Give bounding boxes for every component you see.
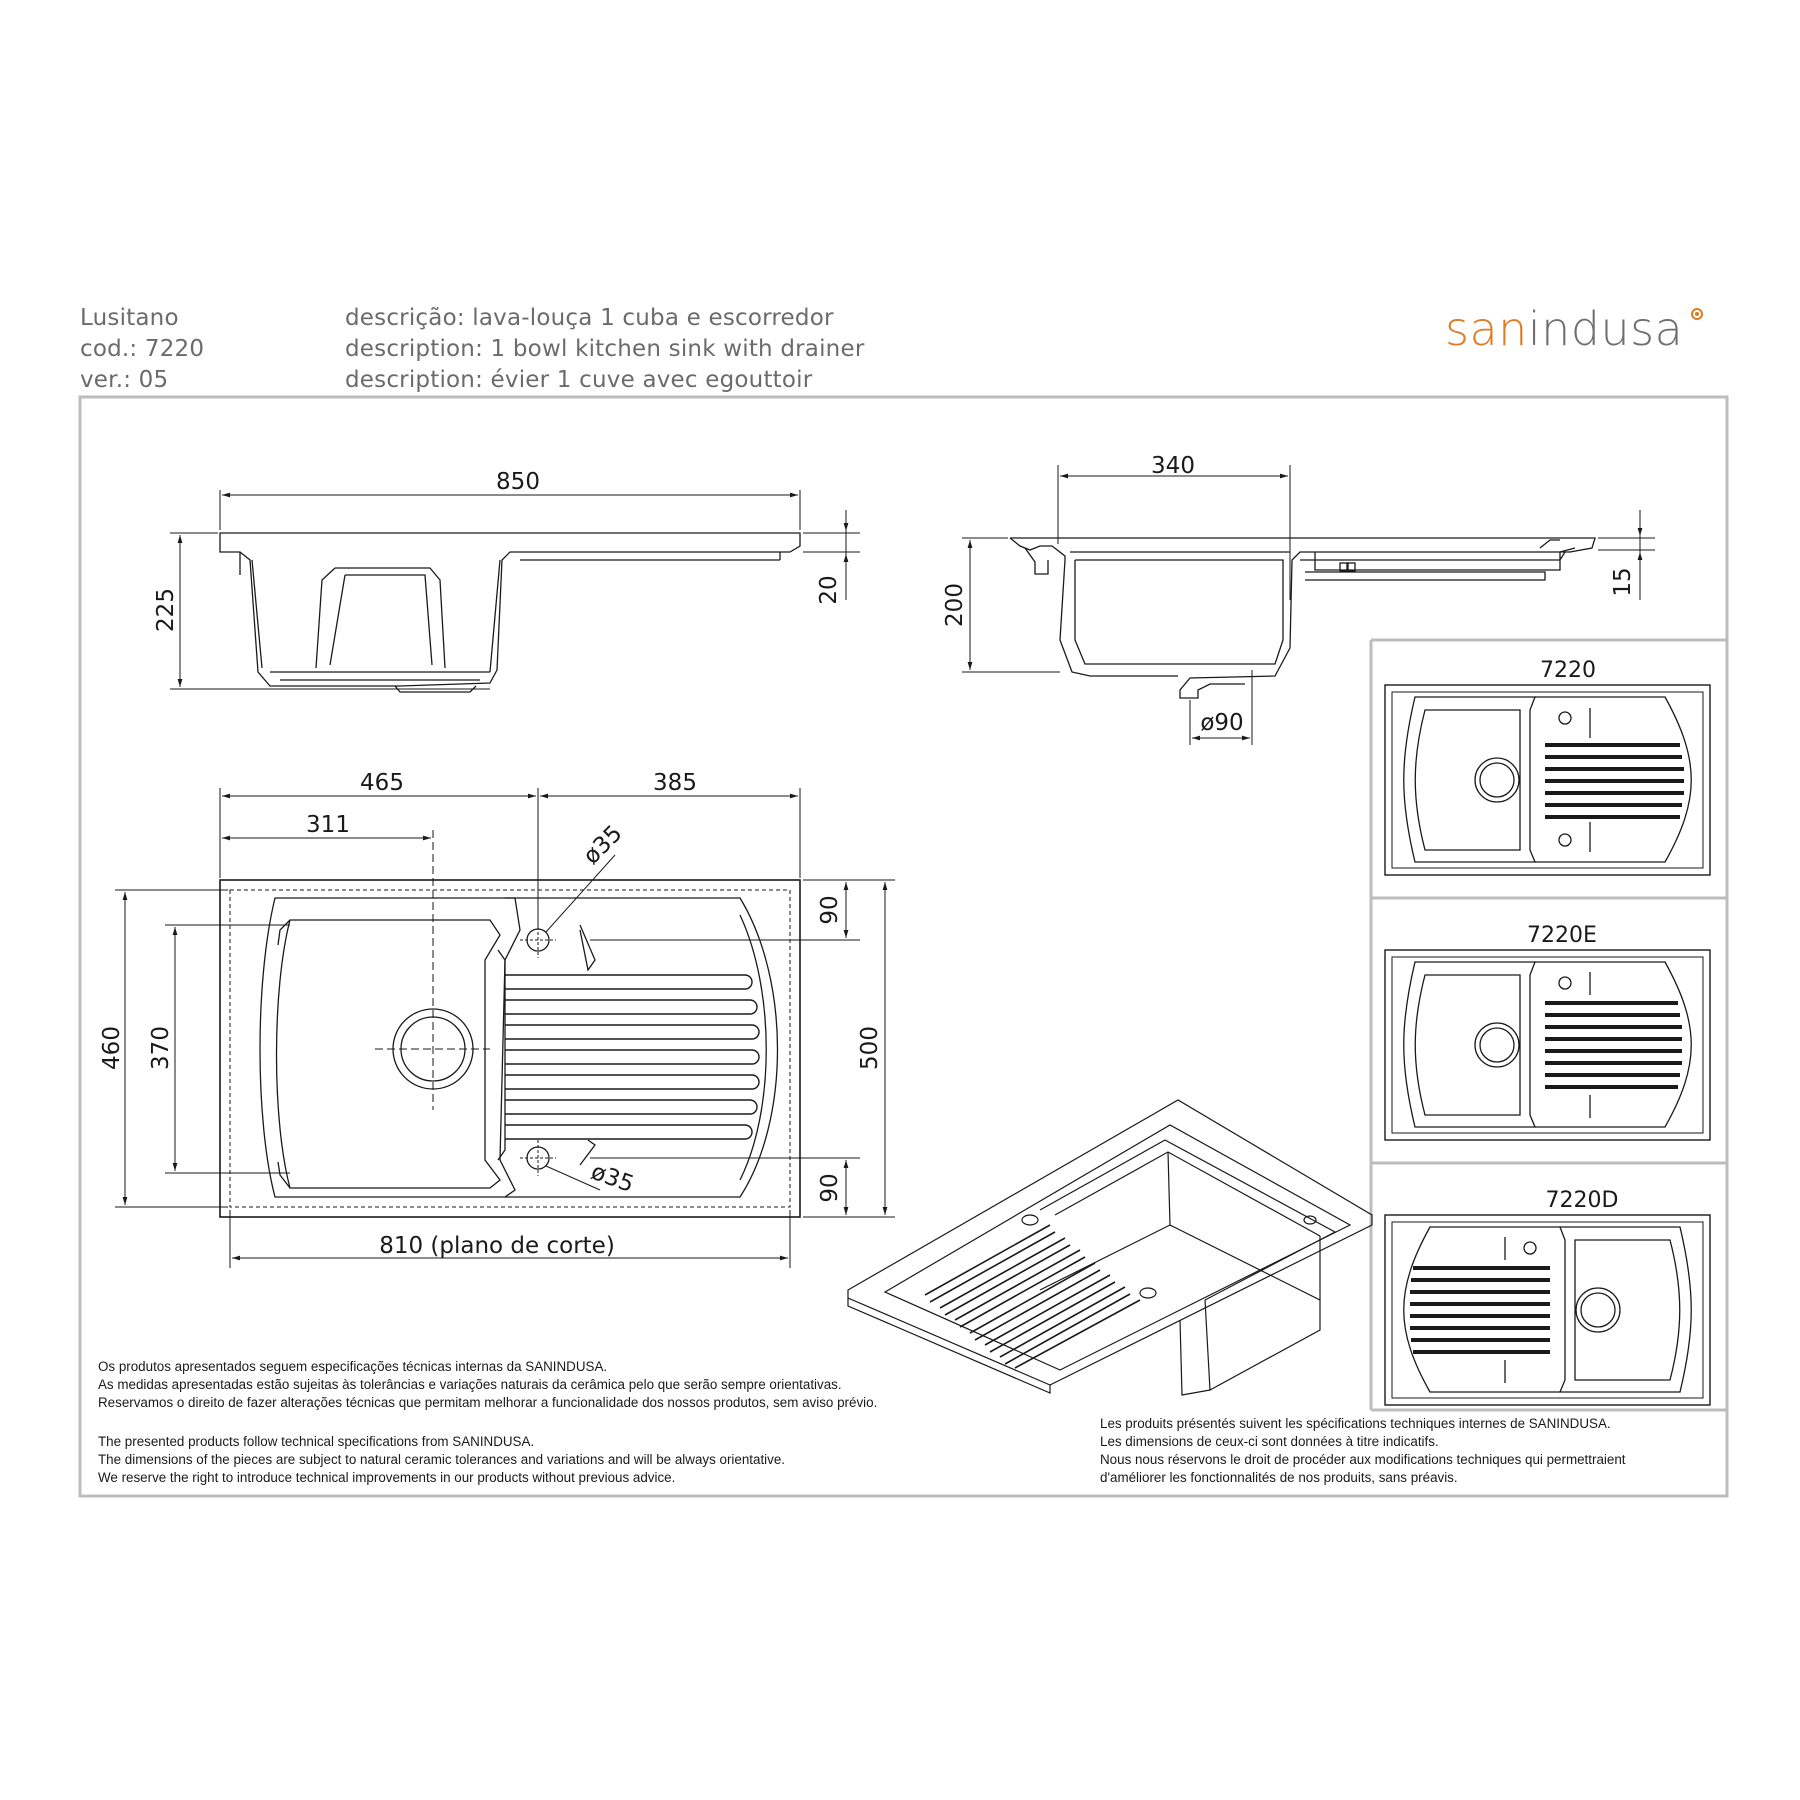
product-info: Lusitano cod.: 7220 ver.: 05 xyxy=(80,303,204,396)
note-en-2: The dimensions of the pieces are subject… xyxy=(98,1452,786,1467)
dim-tap-hole-bottom: ø35 xyxy=(588,1159,638,1198)
top-view xyxy=(115,788,895,1268)
sheet-frame xyxy=(78,395,1729,1498)
notes-portuguese: Os produtos apresentados seguem especifi… xyxy=(98,1358,877,1412)
dim-drain-offset: 311 xyxy=(306,812,350,838)
variant-label-7220e: 7220E xyxy=(1527,923,1597,948)
note-en-1: The presented products follow technical … xyxy=(98,1434,535,1449)
dim-overall-depth: 500 xyxy=(857,1026,883,1070)
sanindusa-logo: sanindusa xyxy=(1445,302,1704,356)
logo-mark-icon xyxy=(1691,308,1704,320)
dim-bowl-depth: 370 xyxy=(148,1026,174,1070)
dim-tap-hole-top: ø35 xyxy=(579,821,628,870)
description-pt: descrição: lava-louça 1 cuba e escorredo… xyxy=(345,305,834,331)
dim-bowl-offset: 465 xyxy=(360,770,404,796)
dim-bottom-margin: 90 xyxy=(817,1173,843,1202)
variant-7220 xyxy=(1384,684,1711,876)
dim-cutout: 810 (plano de corte) xyxy=(379,1233,615,1259)
logo-part-indusa: indusa xyxy=(1527,302,1684,356)
product-code: cod.: 7220 xyxy=(80,336,205,362)
note-fr-2: Les dimensions de ceux-ci sont données à… xyxy=(1100,1434,1439,1449)
product-name: Lusitano xyxy=(80,305,179,331)
notes-french: Les produits présentés suivent les spéci… xyxy=(1100,1415,1626,1487)
dim-end-rim: 15 xyxy=(1610,567,1636,596)
note-fr-3: Nous nous réservons le droit de procéder… xyxy=(1100,1452,1626,1467)
dim-side-width: 850 xyxy=(496,469,540,495)
perspective-view xyxy=(847,1099,1373,1396)
dim-drainer-length: 385 xyxy=(653,770,697,796)
variant-label-7220: 7220 xyxy=(1540,658,1596,683)
variant-panel xyxy=(1369,638,1727,1412)
note-en-3: We reserve the right to introduce techni… xyxy=(98,1470,676,1485)
notes-english: The presented products follow technical … xyxy=(98,1433,785,1487)
end-view xyxy=(962,465,1655,745)
product-descriptions: descrição: lava-louça 1 cuba e escorredo… xyxy=(345,303,864,396)
variant-7220e xyxy=(1384,949,1711,1141)
dim-end-height: 200 xyxy=(942,583,968,627)
dim-side-height: 225 xyxy=(153,588,179,632)
side-view xyxy=(170,490,860,693)
note-fr-4: d'améliorer les fonctionnalités de nos p… xyxy=(1100,1470,1458,1485)
dim-depth: 460 xyxy=(99,1026,125,1070)
variant-label-7220d: 7220D xyxy=(1546,1188,1619,1213)
product-version: ver.: 05 xyxy=(80,367,169,393)
dim-top-margin: 90 xyxy=(817,895,843,924)
note-pt-2: As medidas apresentadas estão sujeitas à… xyxy=(98,1377,842,1392)
variant-7220d xyxy=(1384,1214,1711,1406)
dim-side-rim: 20 xyxy=(816,575,842,604)
note-pt-1: Os produtos apresentados seguem especifi… xyxy=(98,1359,608,1374)
note-pt-3: Reservamos o direito de fazer alterações… xyxy=(98,1395,878,1410)
description-en: description: 1 bowl kitchen sink with dr… xyxy=(345,336,865,362)
logo-part-san: san xyxy=(1445,302,1528,356)
note-fr-1: Les produits présentés suivent les spéci… xyxy=(1100,1416,1611,1431)
dim-end-bowl-width: 340 xyxy=(1151,453,1195,479)
dim-drain-diameter: ø90 xyxy=(1200,710,1243,736)
description-fr: description: évier 1 cuve avec egouttoir xyxy=(345,367,813,393)
